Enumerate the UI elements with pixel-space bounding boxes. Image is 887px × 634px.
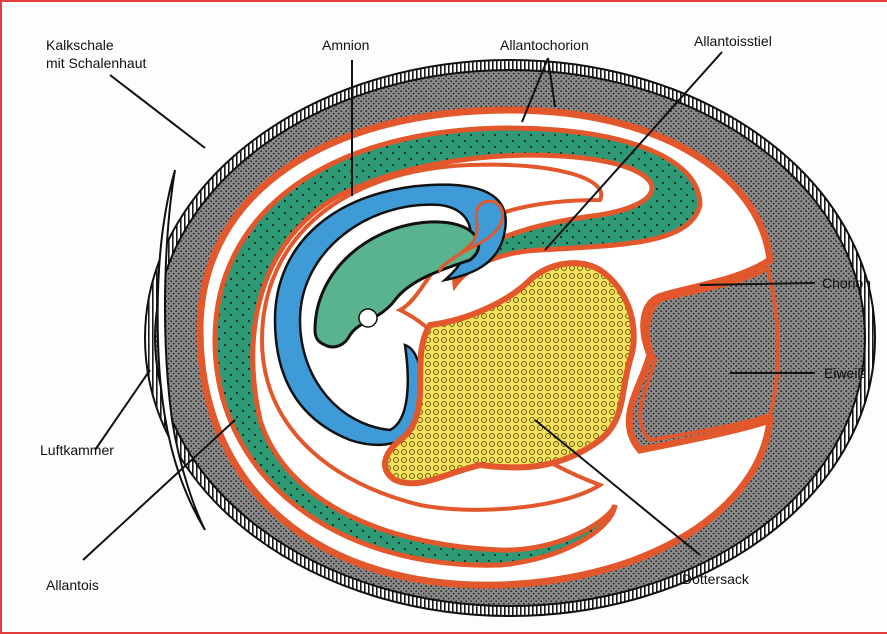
label-luftkammer: Luftkammer: [40, 442, 114, 458]
label-allantochorion: Allantochorion: [500, 37, 589, 53]
label-shell-line2: mit Schalenhaut: [46, 55, 147, 71]
label-shell-line1: Kalkschale: [46, 37, 114, 53]
label-allantois: Allantois: [46, 577, 99, 593]
label-allantoisstiel: Allantoisstiel: [694, 33, 772, 49]
label-eiweiss: Eiweiß: [824, 365, 866, 381]
label-amnion: Amnion: [322, 37, 369, 53]
label-dottersack: Dottersack: [682, 571, 750, 587]
label-chorion: Chorion: [822, 275, 871, 291]
